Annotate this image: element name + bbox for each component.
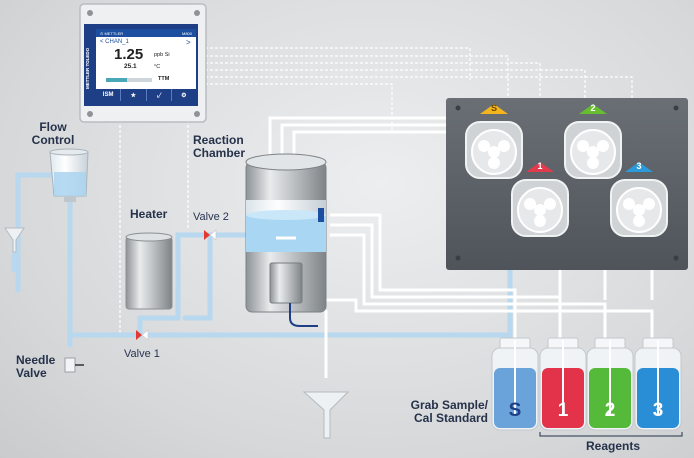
tubing <box>11 172 513 348</box>
softkey-chart[interactable]: ⌞⁄ <box>147 89 172 101</box>
softkey-bar: ISM ★ ⌞⁄ ⚙ <box>96 89 196 101</box>
bottle-s-letter: S <box>508 400 522 421</box>
valve-2 <box>204 229 217 241</box>
pump-1 <box>511 162 569 237</box>
heater <box>125 232 173 310</box>
pump-1-badge: 1 <box>537 161 543 171</box>
reagents-label: Reagents <box>586 439 641 453</box>
transmitter-screen: ⊙ METTLER M800 < CHAN_1 > 1.25 ppb Si 25… <box>96 29 196 101</box>
channel-label[interactable]: < CHAN_1 <box>100 39 129 45</box>
brand-label: METTLER TOLEDO <box>85 47 90 89</box>
status-left: ⊙ METTLER <box>100 30 124 36</box>
pump-3 <box>610 162 668 237</box>
reagents-bracket <box>539 432 683 437</box>
softkey-ism[interactable]: ISM <box>96 89 122 101</box>
flow-control-label: Flow Control <box>31 120 75 147</box>
channel-next-arrow[interactable]: > <box>186 38 191 47</box>
reaction-chamber-label: Reaction Chamber <box>193 133 246 160</box>
needle-valve-label: Needle Valve <box>16 353 56 380</box>
valve-1 <box>136 329 149 341</box>
pump-s-badge: S <box>490 103 497 113</box>
flow-control-cup <box>49 148 89 202</box>
main-unit: ppb Si <box>154 52 170 58</box>
pump-s <box>465 104 523 179</box>
ttm-bar-fill <box>106 78 127 82</box>
bottle-2-letter: 2 <box>604 400 616 421</box>
softkey-favorites[interactable]: ★ <box>121 89 147 101</box>
grab-sample-label: Grab Sample/ Cal Standard <box>410 398 488 425</box>
ttm-label: TTM <box>158 76 170 82</box>
main-value: 1.25 <box>114 46 144 63</box>
heater-label: Heater <box>130 207 168 221</box>
model-label: M800 <box>181 30 192 36</box>
bottle-1-letter: 1 <box>557 400 569 421</box>
pump-2 <box>564 104 622 179</box>
temp-value: 25.1 <box>124 63 137 70</box>
valve-2-label: Valve 2 <box>193 211 229 223</box>
pump-2-badge: 2 <box>590 103 596 113</box>
drain-funnel-left <box>4 227 25 253</box>
softkey-settings[interactable]: ⚙ <box>181 92 187 99</box>
valve-1-label: Valve 1 <box>124 348 160 360</box>
reaction-chamber <box>245 153 327 327</box>
pump-3-badge: 3 <box>636 161 642 171</box>
temp-unit: °C <box>154 64 161 70</box>
drain-funnel-bottom <box>302 391 350 439</box>
ttm-bar <box>106 78 152 82</box>
screen-status-bar: ⊙ METTLER M800 <box>96 29 196 37</box>
bottle-3-letter: 3 <box>652 400 664 421</box>
needle-valve <box>64 357 84 373</box>
